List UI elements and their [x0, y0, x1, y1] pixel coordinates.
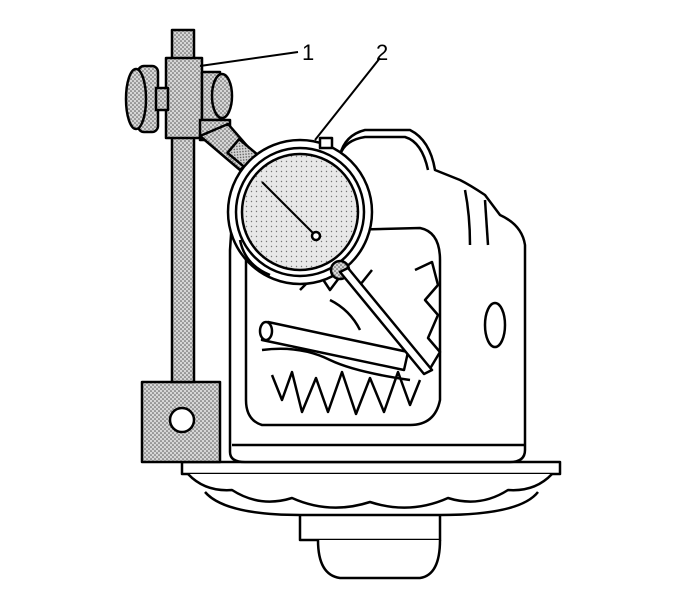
callout-label-1: 1 [302, 40, 315, 65]
base-knob [168, 406, 196, 434]
clamp-knob [124, 67, 148, 131]
indicator-plunger [338, 266, 434, 376]
dial-needle [261, 181, 317, 237]
housing-bolt-hole [483, 301, 507, 349]
stand-clamp [124, 56, 234, 142]
callout-label-2: 2 [376, 40, 389, 65]
housing-flange [180, 460, 562, 580]
magnetic-base [140, 380, 222, 464]
dial-indicator [226, 136, 434, 376]
leader-line-2 [314, 57, 381, 141]
leader-line-1 [199, 51, 299, 67]
